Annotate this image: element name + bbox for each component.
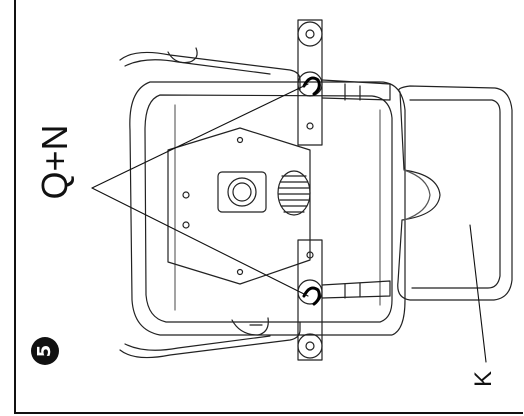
rear-bar-bottom <box>119 321 301 359</box>
leader-line-lower <box>91 187 309 297</box>
seat-outline <box>129 81 406 336</box>
gas-lift-hole <box>227 177 257 207</box>
mechanism-plate <box>167 127 311 285</box>
parts-label: Q+N <box>34 124 75 200</box>
figure-frame <box>14 0 523 414</box>
leader-line-upper <box>91 83 309 189</box>
seat-inner <box>144 94 393 323</box>
upper-bracket <box>297 19 323 146</box>
leader-line-k <box>469 224 487 363</box>
bolt-lower <box>302 286 321 306</box>
bolt-upper <box>302 76 321 96</box>
step-number: 5 <box>34 344 55 358</box>
lower-bracket <box>297 239 323 361</box>
backrest <box>397 85 513 301</box>
rear-bar-top <box>119 51 301 91</box>
tension-knob <box>277 170 311 216</box>
step-number-badge: 5 <box>31 337 59 365</box>
component-label: K <box>470 371 497 388</box>
